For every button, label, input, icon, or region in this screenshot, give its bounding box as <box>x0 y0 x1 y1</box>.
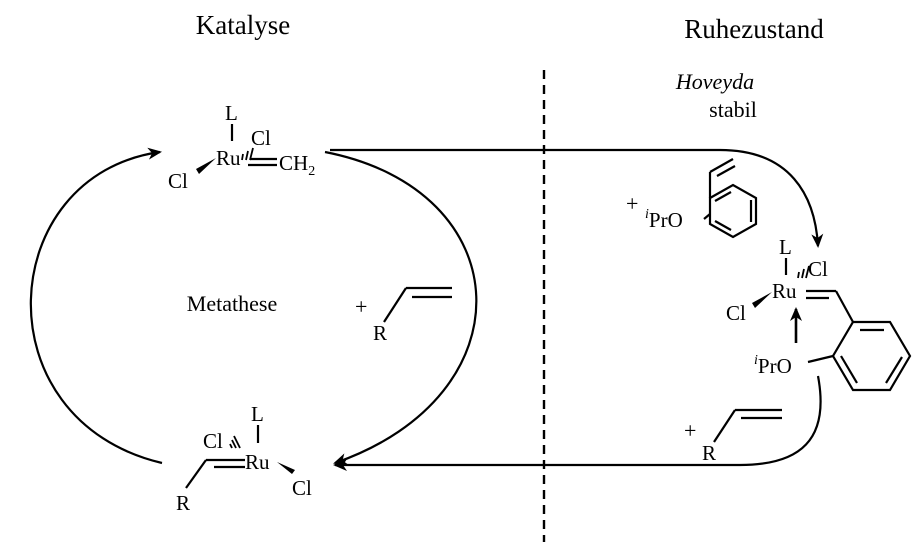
from-hoveyda-arrow <box>333 375 822 471</box>
bottom-Cl-right: Cl <box>292 476 312 500</box>
cycle-plus: + <box>355 294 367 319</box>
top-wedge-bond <box>196 158 216 174</box>
reagent-plus: + <box>626 191 638 216</box>
bottom-wedge-bond <box>277 462 295 474</box>
release-alkene: + R <box>684 408 782 465</box>
to-hoveyda-arrow <box>330 148 824 248</box>
bottom-L: L <box>251 402 264 426</box>
cycle-right-arrow <box>324 150 478 465</box>
cycle-left-arrow <box>29 147 163 465</box>
top-CH2: CH2 <box>279 151 315 179</box>
bottom-hash-bond <box>229 435 241 449</box>
hoveyda-name: Hoveyda <box>675 69 754 94</box>
hoveyda-complex: L Cl Ru Cl iPrO <box>726 235 912 392</box>
cycle-label: Metathese <box>187 291 277 316</box>
hov-iPrO: iPrO <box>754 353 792 378</box>
hov-Ru: Ru <box>772 279 797 303</box>
top-Cl-left: Cl <box>168 169 188 193</box>
hov-hash-bond <box>797 265 810 279</box>
release-plus: + <box>684 418 696 443</box>
hov-Cl-left: Cl <box>726 301 746 325</box>
top-Cl-right: Cl <box>251 126 271 150</box>
hoveyda-subtitle: stabil <box>709 97 757 122</box>
cycle-alkene: + R <box>355 286 452 345</box>
ru-methylidene-complex: L Cl Ru Cl CH2 <box>168 101 315 193</box>
heading-katalyse: Katalyse <box>196 10 290 40</box>
hov-Cl-right: Cl <box>808 257 828 281</box>
bottom-Cl-left: Cl <box>203 429 223 453</box>
reagent-iPrO: iPrO <box>645 207 683 232</box>
heading-ruhezustand: Ruhezustand <box>684 14 824 44</box>
ru-alkylidene-complex: L Cl Ru Cl R <box>176 402 312 515</box>
top-Ru: Ru <box>216 146 241 170</box>
cycle-R: R <box>373 321 387 345</box>
top-L: L <box>225 101 238 125</box>
hov-wedge-bond <box>752 292 772 308</box>
bottom-Ru: Ru <box>245 450 270 474</box>
hov-L: L <box>779 235 792 259</box>
release-R: R <box>702 441 716 465</box>
vinyl-ether-reagent: + iPrO <box>626 158 758 239</box>
bottom-R: R <box>176 491 190 515</box>
